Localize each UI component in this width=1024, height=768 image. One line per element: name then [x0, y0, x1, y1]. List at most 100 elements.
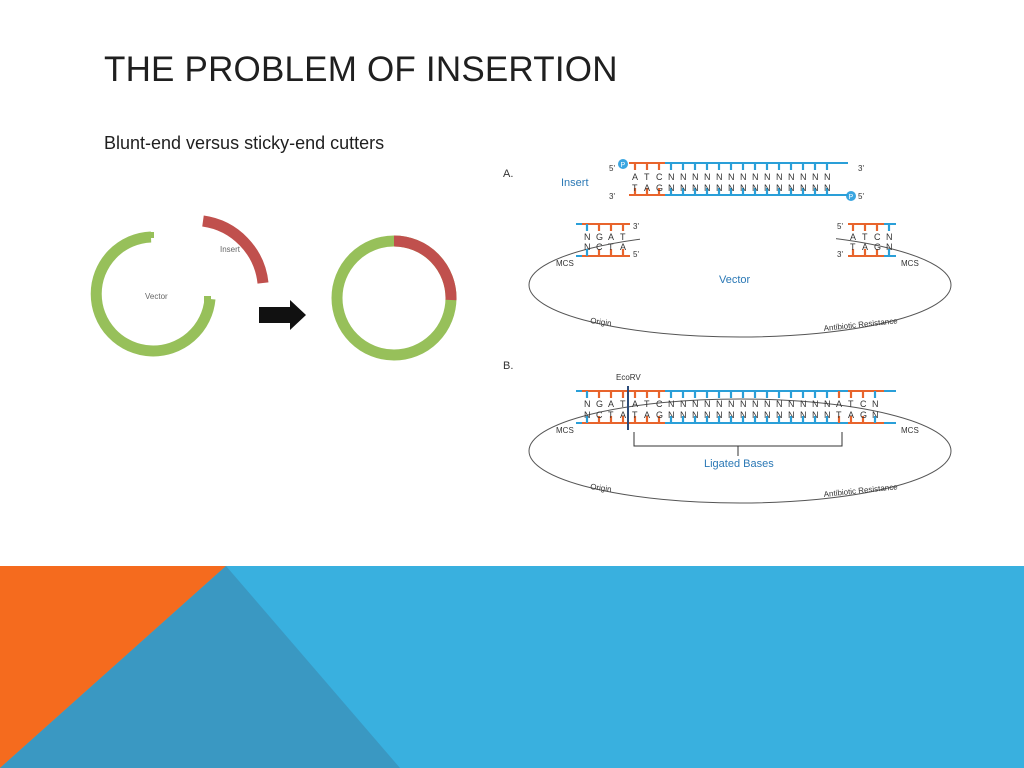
left-end-base-ticks	[585, 224, 625, 256]
base-letter: T	[632, 183, 638, 193]
base-letter: N	[776, 172, 783, 182]
base-letter: N	[824, 399, 831, 409]
mcs-label-left: MCS	[556, 426, 574, 435]
right-end-base-ticks	[851, 224, 891, 256]
insert-base-ticks	[633, 163, 829, 195]
base-letter: G	[656, 183, 663, 193]
base-letter: N	[800, 410, 807, 420]
insert-label: Insert	[220, 245, 241, 254]
base-letter: N	[584, 399, 591, 409]
base-letter: T	[644, 399, 650, 409]
base-letter: N	[812, 172, 819, 182]
vector-gap-mask	[640, 226, 836, 240]
insert-three-prime-bottom: 3'	[609, 192, 615, 201]
base-letter: N	[692, 183, 699, 193]
left-end-five-prime: 5'	[633, 250, 639, 259]
base-letter: G	[874, 242, 881, 252]
ligated-bases-label: Ligated Bases	[704, 458, 774, 470]
base-letter: N	[692, 399, 699, 409]
insert-fragment	[202, 215, 269, 284]
base-letter: N	[886, 242, 893, 252]
base-letter: N	[812, 399, 819, 409]
base-letter: T	[836, 410, 842, 420]
base-letter: N	[800, 172, 807, 182]
insert-five-prime-bottom: 5'	[858, 192, 864, 201]
base-letter: C	[656, 399, 663, 409]
base-letter: N	[752, 172, 759, 182]
base-letter: N	[764, 183, 771, 193]
base-letter: T	[620, 232, 626, 242]
base-letter: T	[850, 242, 856, 252]
base-letter: N	[824, 410, 831, 420]
phosphate-icon	[618, 159, 628, 169]
base-letter: N	[788, 410, 795, 420]
base-letter: N	[668, 399, 675, 409]
base-letter: A	[608, 399, 614, 409]
base-letter: G	[596, 399, 603, 409]
base-letter: N	[704, 183, 711, 193]
phosphate-icon	[846, 191, 856, 201]
base-letter: N	[764, 172, 771, 182]
phosphate-label-top: P	[621, 162, 626, 169]
insert-three-prime-top: 3'	[858, 164, 864, 173]
base-letter: N	[716, 183, 723, 193]
base-letter: N	[752, 399, 759, 409]
base-letter: N	[728, 399, 735, 409]
base-letter: A	[608, 232, 614, 242]
base-letter: N	[812, 410, 819, 420]
base-letter: T	[620, 399, 626, 409]
mcs-label-right: MCS	[901, 426, 919, 435]
footer-band	[0, 566, 1024, 768]
base-letter: N	[740, 172, 747, 182]
base-letter: N	[680, 183, 687, 193]
base-letter: N	[824, 172, 831, 182]
insert-strand-label: Insert	[561, 177, 589, 189]
base-letter: N	[704, 410, 711, 420]
slide-subtitle: Blunt-end versus sticky-end cutters	[104, 133, 385, 153]
right-end-three-prime: 3'	[837, 250, 843, 259]
ligated-bases-bracket	[633, 432, 843, 456]
base-letter: N	[668, 183, 675, 193]
right-end-five-prime: 5'	[837, 222, 843, 231]
vector-end-notch	[146, 232, 154, 238]
base-letter: A	[850, 232, 856, 242]
base-letter: N	[788, 399, 795, 409]
base-letter: A	[632, 172, 638, 182]
base-letter: N	[764, 410, 771, 420]
base-letter: N	[680, 399, 687, 409]
open-vector-ring	[90, 231, 216, 357]
phosphate-label-bottom: P	[849, 194, 854, 201]
base-letter: N	[716, 172, 723, 182]
base-letter: N	[668, 172, 675, 182]
base-letter: N	[800, 183, 807, 193]
base-letter: C	[860, 399, 867, 409]
base-letter: C	[874, 232, 881, 242]
base-letter: A	[862, 242, 868, 252]
base-letter: T	[848, 399, 854, 409]
base-letter: N	[692, 410, 699, 420]
base-letter: N	[668, 410, 675, 420]
base-letter: G	[656, 410, 663, 420]
base-letter: N	[716, 399, 723, 409]
base-letter: N	[704, 399, 711, 409]
panel-a-label: A.	[503, 168, 513, 180]
base-letter: N	[704, 172, 711, 182]
base-letter: A	[848, 410, 854, 420]
base-letter: N	[872, 399, 879, 409]
ecorv-label: EcoRV	[616, 373, 641, 382]
resistance-label: Antibiotic Resistance	[823, 316, 898, 333]
base-letter: N	[584, 242, 591, 252]
recombinant-plasmid-outline	[528, 398, 952, 504]
base-letter: N	[752, 410, 759, 420]
base-letter: N	[776, 183, 783, 193]
base-letter: A	[644, 410, 650, 420]
base-letter: N	[788, 172, 795, 182]
